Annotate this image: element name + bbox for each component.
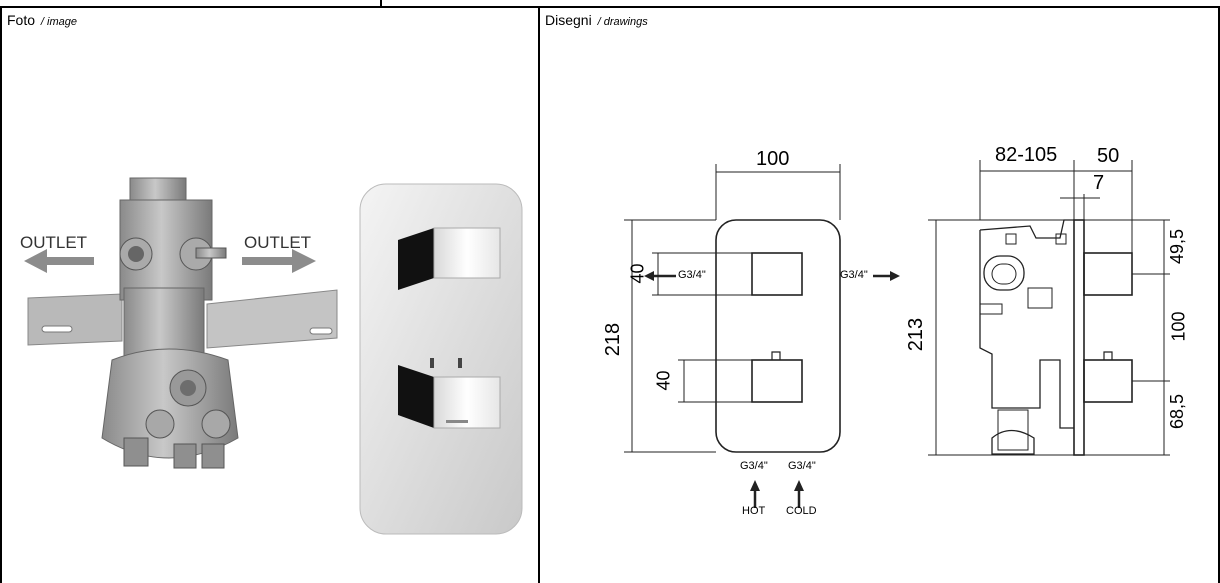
hot-inlet-size: G3/4" <box>740 460 768 472</box>
drawings-panel-title: Disegni / drawings <box>545 12 648 30</box>
side-dim-top: 49,5 <box>1167 228 1188 265</box>
cold-label: COLD <box>786 505 817 517</box>
front-view <box>624 164 900 508</box>
hot-label: HOT <box>742 505 766 517</box>
inlet-right-label: G3/4" <box>840 269 868 281</box>
front-height-dim: 218 <box>602 322 625 357</box>
outlet-right-arrow <box>242 249 316 273</box>
side-plate-dim: 50 <box>1097 145 1120 167</box>
drawings-subtitle: / drawings <box>597 16 648 28</box>
photo-panel: Foto / image OUTLET <box>0 8 540 583</box>
product-photo: OUTLET OUTLET <box>20 177 523 535</box>
valve-body <box>101 177 239 469</box>
technical-drawing <box>624 160 1170 508</box>
mounting-bracket <box>27 289 338 349</box>
side-dim-bottom: 68,5 <box>1167 393 1188 430</box>
side-height-dim: 213 <box>905 317 928 352</box>
side-depth-dim: 82-105 <box>995 144 1058 166</box>
outlet-left-arrow <box>24 249 94 273</box>
cold-inlet-size: G3/4" <box>788 460 816 472</box>
top-table-strip <box>0 0 1220 8</box>
drawings-panel: Disegni / drawings <box>540 8 1220 583</box>
inlet-left-label: G3/4" <box>678 269 706 281</box>
front-width-dim: 100 <box>756 148 790 170</box>
front-handle-bottom-dim: 40 <box>653 370 674 391</box>
top-strip-divider <box>380 0 382 8</box>
side-view <box>928 160 1170 456</box>
drawings-title: Disegni <box>545 12 592 28</box>
outlet-right-label: OUTLET <box>244 233 311 252</box>
trim-plate <box>359 183 523 535</box>
photo-panel-title: Foto / image <box>7 12 77 30</box>
side-dim-mid: 100 <box>1168 311 1189 342</box>
photo-subtitle: / image <box>40 16 77 28</box>
front-handle-top-dim: 40 <box>627 263 648 284</box>
photo-title: Foto <box>7 12 36 28</box>
side-plate-thickness-dim: 7 <box>1093 172 1105 194</box>
outlet-left-label: OUTLET <box>20 233 87 252</box>
